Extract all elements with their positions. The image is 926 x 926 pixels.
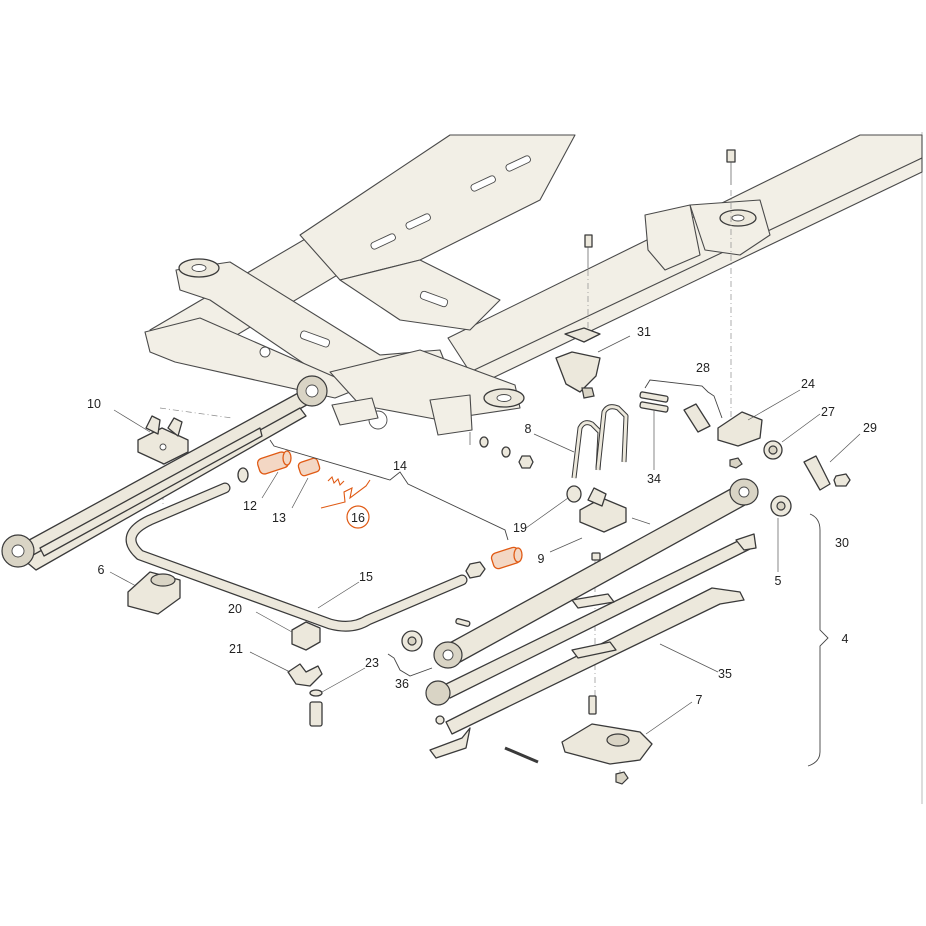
callout-29: 29 — [863, 421, 877, 435]
callout-24: 24 — [801, 377, 815, 391]
long-bolt — [504, 746, 539, 764]
part-23-washer — [309, 689, 323, 697]
pin-near-36 — [455, 618, 471, 627]
part-7-lower-plate — [561, 695, 653, 785]
small-washer-left — [435, 715, 445, 725]
callout-34: 34 — [647, 472, 661, 486]
part-21-clamp — [287, 663, 323, 687]
part-30-nut — [833, 473, 851, 487]
part-36-bushing — [401, 630, 423, 652]
callout-19: 19 — [513, 521, 527, 535]
callout-labels: 4 5 6 7 8 9 10 12 13 14 15 16 19 20 21 2… — [87, 325, 877, 707]
callout-20: 20 — [228, 602, 242, 616]
part-31-bump-stop — [555, 327, 601, 399]
part-16-wire — [320, 479, 371, 509]
group-brackets — [269, 379, 829, 767]
callout-28: 28 — [696, 361, 710, 375]
part-19-end-link — [490, 546, 523, 570]
callout-7: 7 — [696, 693, 703, 707]
callout-9: 9 — [538, 552, 545, 566]
callout-23: 23 — [365, 656, 379, 670]
part-8-u-bolts — [571, 404, 629, 479]
part-11-washer — [237, 467, 249, 483]
part-15-stabilizer-bar — [125, 482, 468, 632]
part-20-bushing-block — [291, 621, 321, 651]
part-29-shackle-plate — [803, 455, 831, 491]
bar-end-nut — [465, 561, 486, 579]
leader-lines — [109, 335, 861, 735]
callout-15: 15 — [359, 570, 373, 584]
callout-36: 36 — [395, 677, 409, 691]
callout-14: 14 — [393, 459, 407, 473]
part-13-spring — [327, 475, 345, 487]
part-12-bushing — [256, 450, 292, 475]
part-34-pins — [639, 391, 669, 413]
callout-27: 27 — [821, 405, 835, 419]
part-10-bracket — [137, 415, 189, 465]
part-13-bushing — [297, 457, 321, 477]
callout-16-highlight-circle — [346, 505, 370, 529]
callout-21: 21 — [229, 642, 243, 656]
callout-10: 10 — [87, 397, 101, 411]
right-leaf-spring — [425, 478, 759, 759]
callout-30: 30 — [835, 536, 849, 550]
callout-35: 35 — [718, 667, 732, 681]
part-27-bushing — [763, 440, 783, 460]
callout-16: 16 — [351, 511, 365, 525]
callout-6: 6 — [98, 563, 105, 577]
callout-8: 8 — [525, 422, 532, 436]
part-23-bolt — [309, 701, 323, 727]
left-leaf-spring — [1, 375, 328, 571]
part-24-shackle-bracket — [717, 411, 763, 447]
part-24-nut — [729, 457, 743, 469]
callout-13: 13 — [272, 511, 286, 525]
callout-5: 5 — [775, 574, 782, 588]
callout-4: 4 — [842, 632, 849, 646]
part-28-shackle-plate — [683, 403, 711, 433]
part-5-bushing — [770, 495, 792, 517]
callout-31: 31 — [637, 325, 651, 339]
part-6-plate — [127, 571, 181, 615]
callout-12: 12 — [243, 499, 257, 513]
part-9-spring-seat — [566, 485, 651, 561]
